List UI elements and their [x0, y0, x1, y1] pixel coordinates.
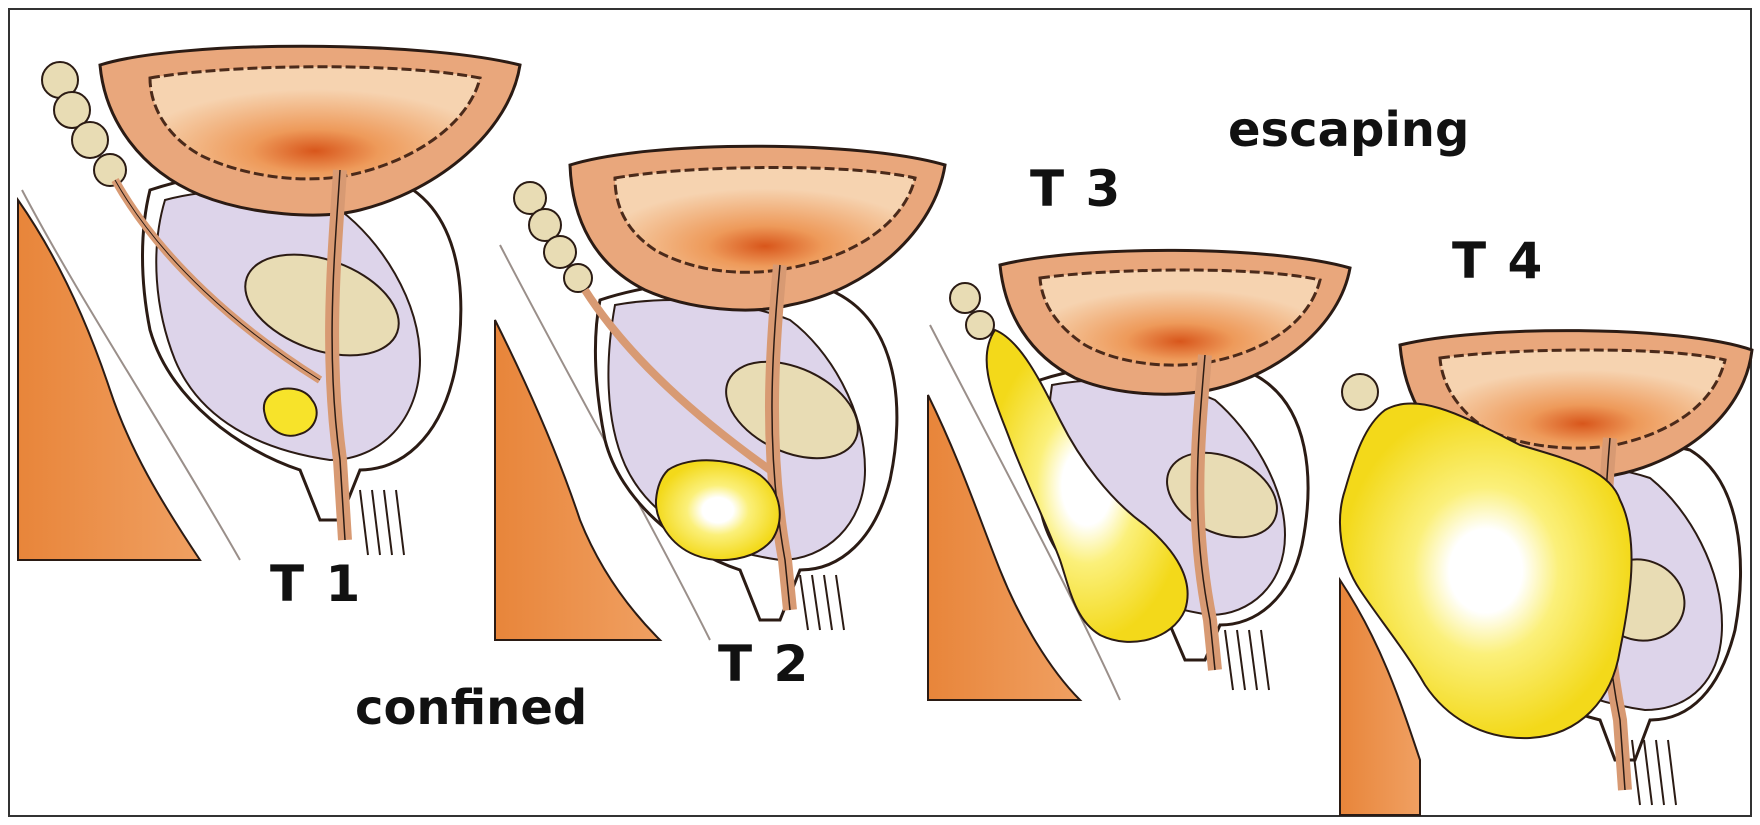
- label-stage-t1: T 1: [270, 555, 362, 613]
- label-stage-t2: T 2: [718, 635, 810, 693]
- stage-t4-illustration: [1340, 331, 1752, 815]
- urethra-end-t3: [1225, 630, 1269, 690]
- stage-t3-illustration: [928, 250, 1350, 700]
- stage-t2-illustration: [495, 146, 945, 640]
- tumor-t1: [264, 389, 317, 436]
- urethra-end-t2: [800, 575, 844, 630]
- label-stage-t4: T 4: [1452, 232, 1544, 290]
- stage-t1-illustration: [18, 46, 520, 560]
- tumor-t2: [656, 460, 780, 560]
- urethra-end-t1: [360, 490, 404, 555]
- label-group-escaping: escaping: [1228, 102, 1469, 158]
- vas-deferens-t4: [1342, 374, 1378, 410]
- vas-deferens-t3: [950, 283, 994, 339]
- label-stage-t3: T 3: [1030, 160, 1122, 218]
- label-group-confined: confined: [355, 680, 587, 736]
